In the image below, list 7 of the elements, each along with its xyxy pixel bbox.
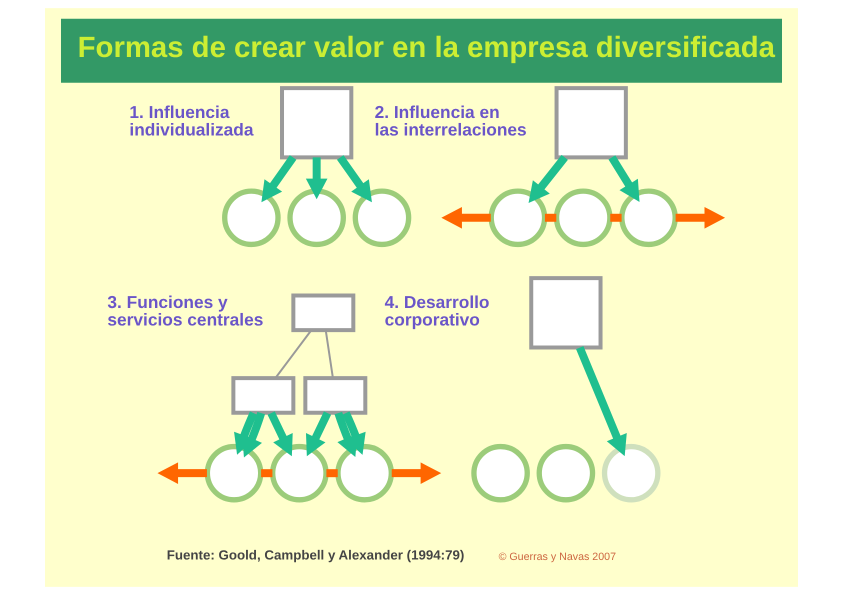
label: 1. Influencia individualizada [128, 102, 254, 140]
label: 2. Influencia en las interrelaciones [374, 102, 526, 140]
label: 3. Funciones y servicios centrales [106, 292, 263, 330]
label: 4. Desarrollo corporativo [384, 292, 490, 330]
diagram-title: Formas de crear valor en la empresa diversificada [77, 30, 775, 64]
label: © Guerras y Navas 2007 [498, 551, 616, 564]
label: Fuente: Goold, Campbell y Alexander (1994:79) [166, 548, 464, 563]
